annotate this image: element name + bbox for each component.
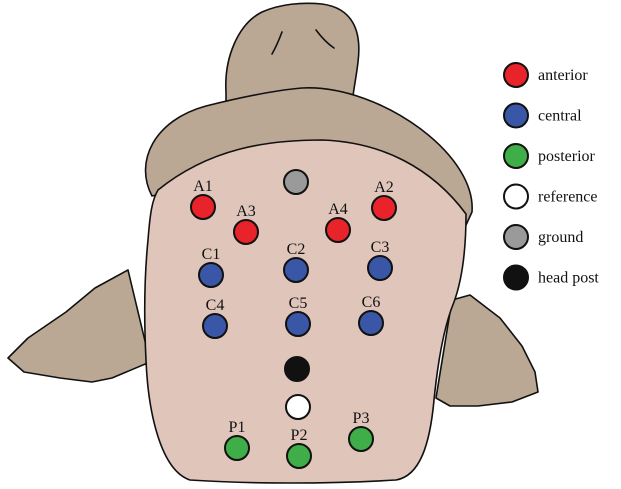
legend-swatch-central bbox=[504, 104, 528, 128]
electrode-a2 bbox=[372, 196, 396, 220]
legend-label-reference: reference bbox=[538, 189, 598, 206]
legend: anterior central posterior reference ground h… bbox=[504, 63, 599, 290]
right-ear bbox=[436, 295, 538, 406]
electrode-label-c3: C3 bbox=[371, 239, 390, 256]
electrode-a4 bbox=[326, 218, 350, 242]
electrode-label-p1: P1 bbox=[229, 419, 246, 436]
electrode-label-c2: C2 bbox=[287, 241, 306, 258]
legend-swatch-head-post bbox=[504, 266, 528, 290]
electrode-c2 bbox=[284, 258, 308, 282]
electrode-reference bbox=[286, 395, 310, 419]
electrode-label-a3: A3 bbox=[236, 203, 256, 220]
electrode-label-c1: C1 bbox=[202, 246, 221, 263]
electrode-label-a4: A4 bbox=[328, 201, 348, 218]
electrode-ground bbox=[284, 170, 308, 194]
electrode-label-a1: A1 bbox=[193, 178, 213, 195]
electrode-c5 bbox=[286, 312, 310, 336]
legend-label-head-post: head post bbox=[538, 270, 599, 287]
electrode-c1 bbox=[199, 263, 223, 287]
electrode-a1 bbox=[191, 195, 215, 219]
electrode-label-c4: C4 bbox=[206, 297, 225, 314]
legend-label-anterior: anterior bbox=[538, 67, 588, 84]
electrode-label-p2: P2 bbox=[291, 427, 308, 444]
electrode-c4 bbox=[203, 314, 227, 338]
electrode-label-c5: C5 bbox=[289, 295, 308, 312]
legend-label-central: central bbox=[538, 108, 582, 125]
legend-swatch-ground bbox=[504, 225, 528, 249]
electrode-p3 bbox=[349, 427, 373, 451]
electrode-p2 bbox=[287, 444, 311, 468]
legend-label-ground: ground bbox=[538, 229, 583, 246]
legend-swatch-reference bbox=[504, 185, 528, 209]
legend-label-posterior: posterior bbox=[538, 148, 596, 165]
electrode-label-p3: P3 bbox=[353, 410, 370, 427]
legend-swatch-posterior bbox=[504, 144, 528, 168]
electrode-c3 bbox=[368, 256, 392, 280]
legend-swatch-anterior bbox=[504, 63, 528, 87]
electrode-label-a2: A2 bbox=[374, 179, 394, 196]
electrode-label-c6: C6 bbox=[362, 294, 381, 311]
electrode-p1 bbox=[225, 436, 249, 460]
electrode-c6 bbox=[359, 311, 383, 335]
electrode-head-post bbox=[285, 357, 309, 381]
left-ear bbox=[8, 270, 150, 382]
electrode-a3 bbox=[234, 220, 258, 244]
